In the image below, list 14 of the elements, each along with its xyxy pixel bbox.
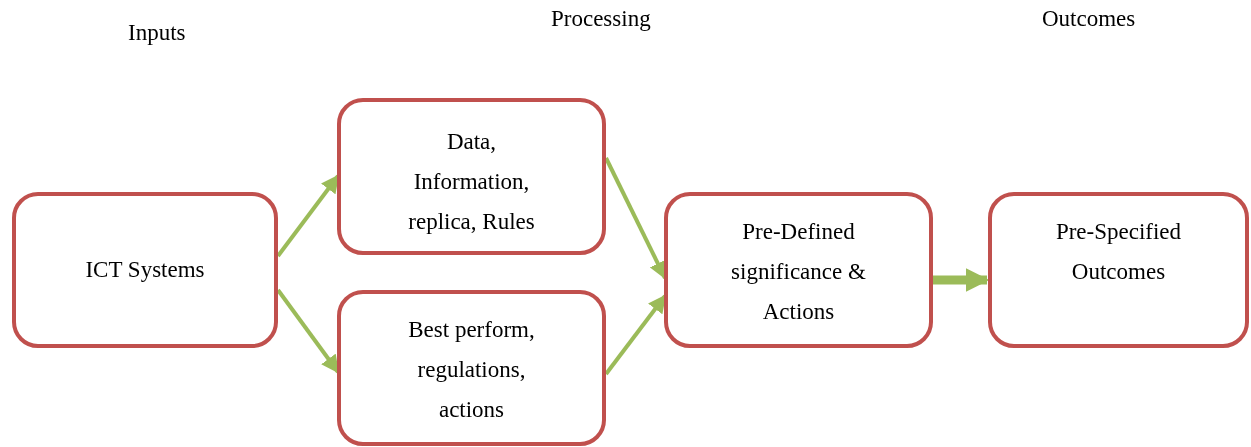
box-text: Best perform, regulations, actions <box>407 316 536 424</box>
rounded-box <box>337 98 606 255</box>
column-heading: Outcomes <box>1042 6 1136 32</box>
rounded-box <box>664 192 933 348</box>
column-heading: Inputs <box>128 20 186 46</box>
box-text: Data, Information, replica, Rules <box>407 128 536 236</box>
box-text: ICT Systems <box>85 256 205 284</box>
box-text: Pre-Specified Outcomes <box>1054 218 1183 286</box>
rounded-box <box>12 192 278 348</box>
arrow <box>933 268 990 292</box>
column-heading: Processing <box>551 6 651 32</box>
rounded-box <box>988 192 1249 348</box>
box-text: Pre-Defined significance & Actions <box>730 218 867 326</box>
rounded-box <box>337 290 606 446</box>
